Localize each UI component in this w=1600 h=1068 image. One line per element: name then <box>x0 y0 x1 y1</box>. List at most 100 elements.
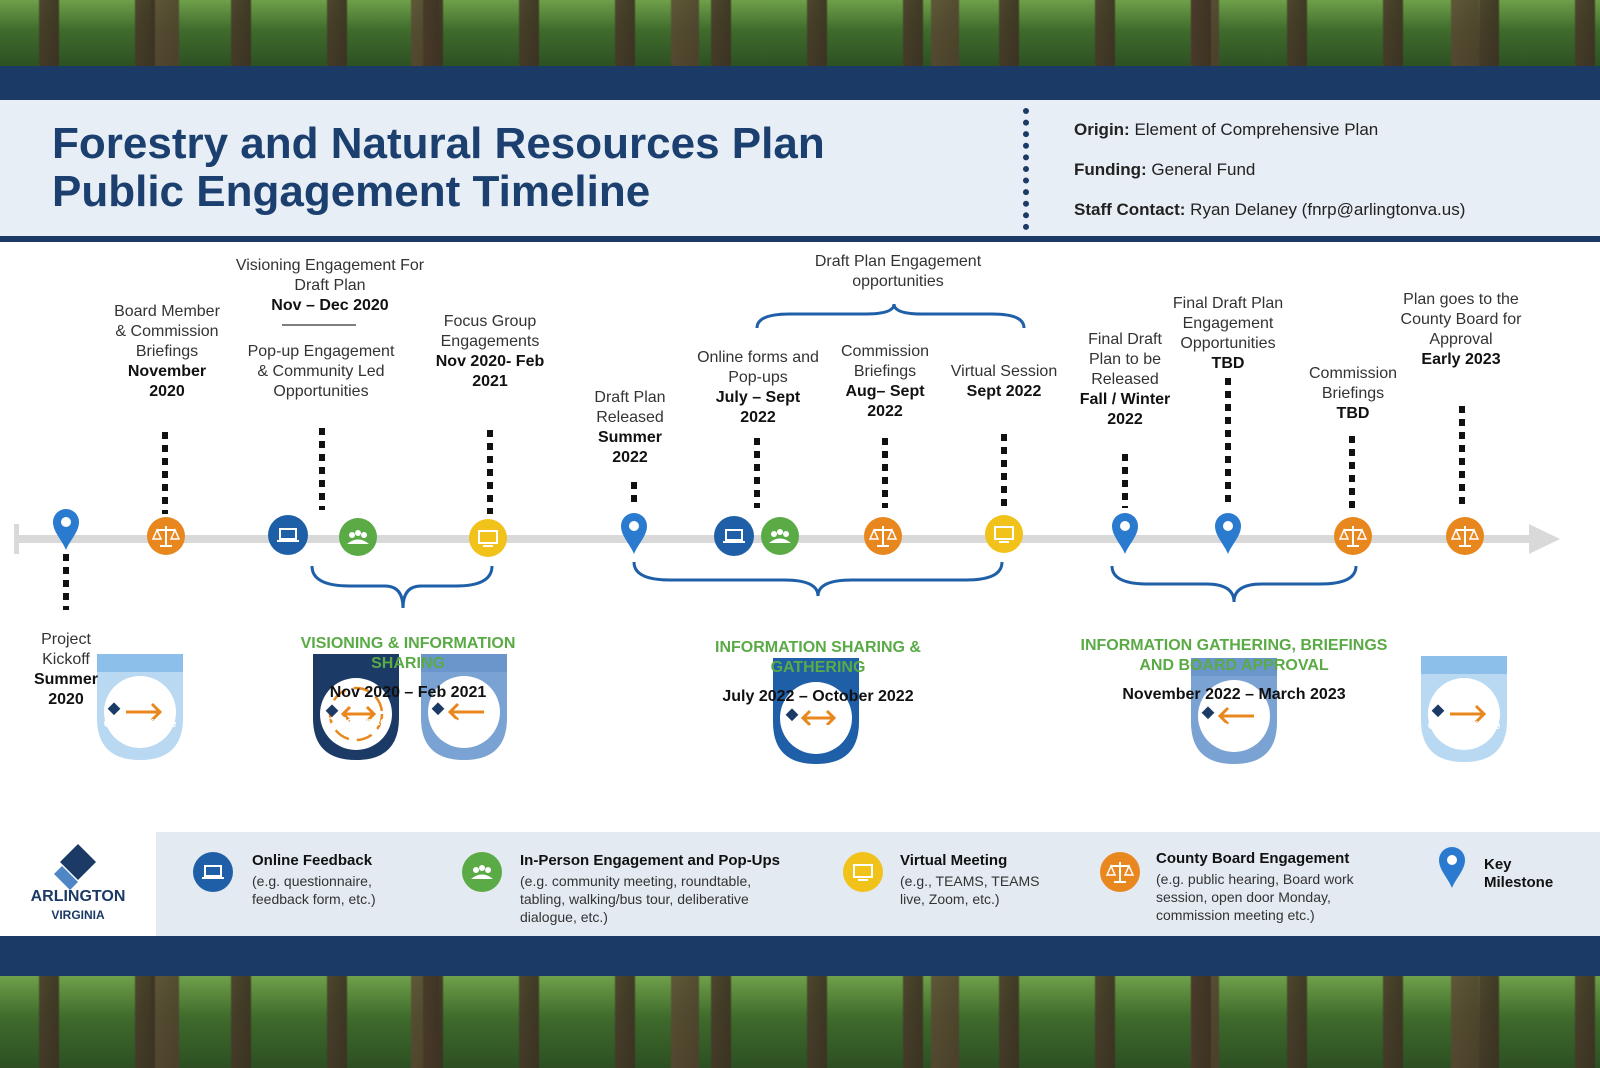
event-virtual-session-date: Sept 2022 <box>944 382 1064 402</box>
legend-inperson-desc: (e.g. community meeting, roundtable, tab… <box>520 872 790 926</box>
legend-online-laptop-icon <box>193 852 233 892</box>
event-commission-aug-text: Commission Briefings <box>841 343 929 380</box>
badge-label-communicate-approval: Communicate <box>1421 720 1507 732</box>
origin-row: Origin: Element of Comprehensive Plan <box>1074 120 1378 140</box>
event-visioning-text: Visioning Engagement For Draft Plan <box>236 257 424 294</box>
funding-row: Funding: General Fund <box>1074 160 1255 180</box>
event-popup-text: Pop-up Engagement & Community Led Opport… <box>248 343 395 400</box>
event-final-opportunities-date: TBD <box>1164 354 1292 374</box>
event-draft-opportunities-text: Draft Plan Engagement opportunities <box>815 253 981 290</box>
timeline-start-cap <box>14 524 19 554</box>
online-laptop-icon-online-forms <box>714 516 754 556</box>
legend-online-desc: (e.g. questionnaire, feedback form, etc.… <box>252 872 432 908</box>
county-board-scale-icon-commission-tbd <box>1334 517 1372 555</box>
phase-range-information-sharing: July 2022 – October 2022 <box>690 688 946 706</box>
event-commission-tbd-date: TBD <box>1298 404 1408 424</box>
phase-name-visioning: VISIONING & INFORMATION SHARING <box>298 634 518 674</box>
event-county-board-date: Early 2023 <box>1386 350 1536 370</box>
origin-label: Origin: <box>1074 120 1130 139</box>
legend-online-title: Online Feedback <box>252 852 372 869</box>
event-final-opportunities: Final Draft Plan Engagement Opportunitie… <box>1164 294 1292 374</box>
legend-inperson-title: In-Person Engagement and Pop-Ups <box>520 852 780 869</box>
event-draft-opportunities: Draft Plan Engagement opportunities <box>780 252 1016 292</box>
event-board-member-date: November 2020 <box>110 362 224 402</box>
milestone-pin-icon-draft-released <box>621 513 647 554</box>
legend-virtual-desc: (e.g., TEAMS, TEAMS live, Zoom, etc.) <box>900 872 1060 908</box>
event-board-member-text: Board Member & Commission Briefings <box>114 303 220 360</box>
legend-virtual-meeting-icon <box>843 852 883 892</box>
in-person-people-icon-online-forms <box>761 517 799 555</box>
in-person-people-icon-popup <box>339 518 377 556</box>
event-online-forms-date: July – Sept 2022 <box>696 388 820 428</box>
virtual-meeting-icon-virtual-session <box>985 515 1023 553</box>
event-online-forms: Online forms and Pop-upsJuly – Sept 2022 <box>696 348 820 428</box>
county-board-scale-icon-approval <box>1446 517 1484 555</box>
origin-value: Element of Comprehensive Plan <box>1130 120 1379 139</box>
brace-visioning <box>312 566 492 608</box>
legend-county-board-scale-icon <box>1100 852 1140 892</box>
legend-milestone-title: Key Milestone <box>1484 856 1564 892</box>
badge-label-collaborate: Collaborate <box>313 716 399 728</box>
title-line-1: Forestry and Natural Resources Plan <box>52 119 825 168</box>
badge-communicate-approval <box>1421 656 1507 762</box>
header-divider <box>1023 108 1029 230</box>
staff-value: Ryan Delaney (fnrp@arlingtonva.us) <box>1185 200 1465 219</box>
event-county-board-text: Plan goes to the County Board for Approv… <box>1401 291 1522 348</box>
event-final-opportunities-text: Final Draft Plan Engagement Opportunitie… <box>1173 295 1283 352</box>
legend-county-desc: (e.g. public hearing, Board work session… <box>1156 870 1406 924</box>
event-kickoff-text: Project Kickoff <box>41 631 91 668</box>
milestone-pin-icon-kickoff <box>53 509 79 550</box>
bottom-navy-band <box>0 936 1600 976</box>
brace-draft-opportunities <box>757 304 1024 328</box>
event-final-draft-date: Fall / Winter 2022 <box>1072 390 1178 430</box>
funding-value: General Fund <box>1147 160 1256 179</box>
event-commission-aug-date: Aug– Sept 2022 <box>832 382 938 422</box>
brace-information-gathering <box>1112 566 1356 602</box>
phase-name-information-sharing: INFORMATION SHARING & GATHERING <box>710 638 926 678</box>
title-line-2: Public Engagement Timeline <box>52 167 650 216</box>
phase-name-information-gathering: INFORMATION GATHERING, BRIEFINGS AND BOA… <box>1074 636 1394 676</box>
phase-range-visioning: Nov 2020 – Feb 2021 <box>298 684 518 702</box>
event-county-board: Plan goes to the County Board for Approv… <box>1386 290 1536 370</box>
badge-label-consult-visioning: Consult <box>421 716 507 728</box>
event-draft-released-date: Summer 2022 <box>580 428 680 468</box>
event-focus-group-text: Focus Group Engagements <box>441 313 540 350</box>
event-popup: Pop-up Engagement & Community Led Opport… <box>246 342 396 402</box>
event-commission-tbd-text: Commission Briefings <box>1309 365 1397 402</box>
staff-contact-row: Staff Contact: Ryan Delaney (fnrp@arling… <box>1074 200 1465 220</box>
page-title: Forestry and Natural Resources Plan Publ… <box>52 120 825 216</box>
event-kickoff-date: Summer 2020 <box>16 670 116 710</box>
staff-label: Staff Contact: <box>1074 200 1185 219</box>
badge-label-consult-final: Consult <box>1191 720 1277 732</box>
badge-label-involve: Involve <box>773 722 859 734</box>
legend-county-title: County Board Engagement <box>1156 850 1349 867</box>
legend-virtual-title: Virtual Meeting <box>900 852 1007 869</box>
event-focus-group-date: Nov 2020- Feb 2021 <box>430 352 550 392</box>
milestone-pin-icon-final-opps <box>1215 513 1241 554</box>
event-draft-released-text: Draft Plan Released <box>594 389 665 426</box>
milestone-pin-icon-final-draft <box>1112 513 1138 554</box>
funding-label: Funding: <box>1074 160 1147 179</box>
county-board-scale-icon-november <box>147 517 185 555</box>
county-board-scale-icon-commission-aug <box>864 517 902 555</box>
online-laptop-icon-visioning <box>268 515 308 555</box>
event-visioning-date: Nov – Dec 2020 <box>232 296 428 316</box>
event-final-draft-text: Final Draft Plan to be Released <box>1088 331 1162 388</box>
brace-information-sharing <box>634 562 1002 596</box>
timeline-arrowhead <box>1529 524 1560 554</box>
top-navy-band <box>0 66 1600 100</box>
forest-background-top <box>0 0 1600 68</box>
badge-label-communicate-kickoff: Communicate <box>97 718 183 730</box>
event-online-forms-text: Online forms and Pop-ups <box>697 349 819 386</box>
phase-range-information-gathering: November 2022 – March 2023 <box>1094 686 1374 704</box>
legend-in-person-people-icon <box>462 852 502 892</box>
